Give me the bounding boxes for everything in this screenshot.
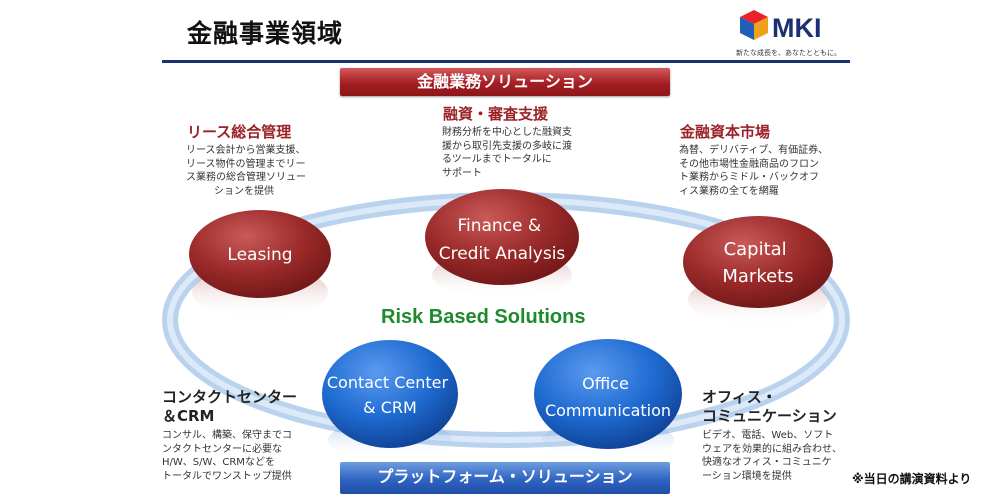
title-line: オフィス・ — [702, 388, 777, 406]
desc-line: その他市場性金融商品のフロン — [679, 158, 819, 170]
desc-line: ビデオ、電話、Web、ソフト — [702, 430, 834, 441]
desc-line: サポート — [442, 167, 482, 179]
logo: MKI 新たな成長を、あなたとともに。 — [734, 6, 846, 57]
node-leasing: Leasing — [189, 210, 331, 318]
desc-line: ト業務からミドル・バックオフ — [679, 172, 819, 183]
node-contact: Contact Center & CRM — [322, 340, 458, 460]
desc-line: リース会計から営業支援、 — [186, 145, 306, 156]
desc-line: ションを提供 — [214, 185, 274, 197]
desc-line: ーション環境を提供 — [702, 470, 792, 482]
node-finance: Finance & Credit Analysis — [425, 189, 579, 299]
desc-line: 快適なオフィス・コミュニケ — [702, 457, 832, 468]
lease-section-title: リース総合管理 — [187, 123, 292, 141]
contact-section-title: コンタクトセンター ＆CRM — [162, 388, 322, 426]
node-label: Leasing — [227, 245, 292, 265]
finance-section-title: 融資・審査支援 — [443, 105, 549, 123]
risk-based-solutions-label: Risk Based Solutions — [381, 306, 586, 328]
slide: 金融事業領域 MKI 新たな成長を、あなたとともに。 金融業務ソリューション — [162, 0, 850, 500]
node-label: Capital Markets — [722, 239, 793, 287]
flow-diagram: Leasing Finance & Credit Analysis Capita… — [162, 189, 850, 460]
finance-section-desc: 財務分析を中心とした融資支 援から取引先支援の多岐に渡 るツールまでトータルに … — [442, 126, 602, 180]
node-label-line: Capital — [724, 239, 787, 260]
node-office: Office Communication — [534, 339, 682, 460]
title-line: ＆CRM — [162, 407, 215, 425]
node-label-line: Leasing — [227, 245, 292, 265]
node-label-line: Communication — [545, 401, 671, 420]
desc-line: るツールまでトータルに — [442, 154, 552, 165]
desc-line: コンサル、構築、保守までコ — [162, 430, 292, 441]
office-section-desc: ビデオ、電話、Web、ソフト ウェアを効果的に組み合わせ、 快適なオフィス・コミ… — [702, 429, 850, 483]
desc-line: 援から取引先支援の多岐に渡 — [442, 140, 572, 152]
bottom-banner: プラットフォーム・ソリューション — [340, 462, 670, 494]
office-section-title: オフィス・ コミュニケーション — [702, 388, 852, 426]
desc-line: H/W、S/W、CRMなどを — [162, 457, 275, 468]
capital-section-desc: 為替、デリバティブ、有価証券、 その他市場性金融商品のフロン ト業務からミドル・… — [679, 144, 849, 198]
logo-wordmark: MKI — [772, 13, 822, 43]
node-label: Office Communication — [545, 374, 671, 420]
logo-tagline: 新たな成長を、あなたとともに。 — [736, 49, 841, 57]
lease-section-desc: リース会計から営業支援、 リース物件の管理までリー ス業務の総合管理ソリュー シ… — [186, 144, 336, 198]
top-banner: 金融業務ソリューション — [340, 68, 670, 96]
node-bubble — [683, 216, 833, 308]
desc-line: ス業務の総合管理ソリュー — [186, 172, 306, 183]
logo-mark: MKI — [740, 10, 822, 43]
title-line: コミュニケーション — [702, 407, 837, 425]
desc-line: ィス業務の全てを網羅 — [679, 185, 779, 197]
node-label-line: Finance & — [457, 216, 541, 236]
node-label: Finance & Credit Analysis — [439, 216, 566, 264]
node-label-line: Contact Center — [327, 373, 449, 392]
logo-cube-left — [740, 17, 754, 40]
title-line: コンタクトセンター — [162, 388, 298, 406]
node-capital: Capital Markets — [683, 216, 833, 326]
desc-line: リース物件の管理までリー — [186, 158, 306, 170]
header-divider — [162, 60, 850, 63]
node-label-line: & CRM — [363, 398, 417, 417]
node-bubble — [534, 339, 682, 449]
desc-line: 財務分析を中心とした融資支 — [442, 127, 572, 138]
logo-cube-right — [754, 17, 768, 40]
desc-line: トータルでワンストップ提供 — [162, 470, 292, 482]
capital-section-title: 金融資本市場 — [680, 123, 771, 141]
node-label-line: Markets — [722, 266, 793, 287]
node-label-line: Office — [582, 374, 629, 393]
desc-line: 為替、デリバティブ、有価証券、 — [679, 145, 829, 156]
source-note: ※当日の講演資料より — [852, 472, 972, 486]
node-bubble — [425, 189, 579, 285]
desc-line: ンタクトセンターに必要な — [162, 443, 282, 455]
node-bubble — [322, 340, 458, 448]
node-bubble — [189, 210, 331, 298]
desc-line: ウェアを効果的に組み合わせ、 — [702, 443, 842, 455]
node-label: Contact Center & CRM — [327, 373, 453, 417]
node-label-line: Credit Analysis — [439, 244, 566, 264]
contact-section-desc: コンサル、構築、保守までコ ンタクトセンターに必要な H/W、S/W、CRMなど… — [162, 429, 322, 483]
page-title: 金融事業領域 — [187, 19, 344, 48]
